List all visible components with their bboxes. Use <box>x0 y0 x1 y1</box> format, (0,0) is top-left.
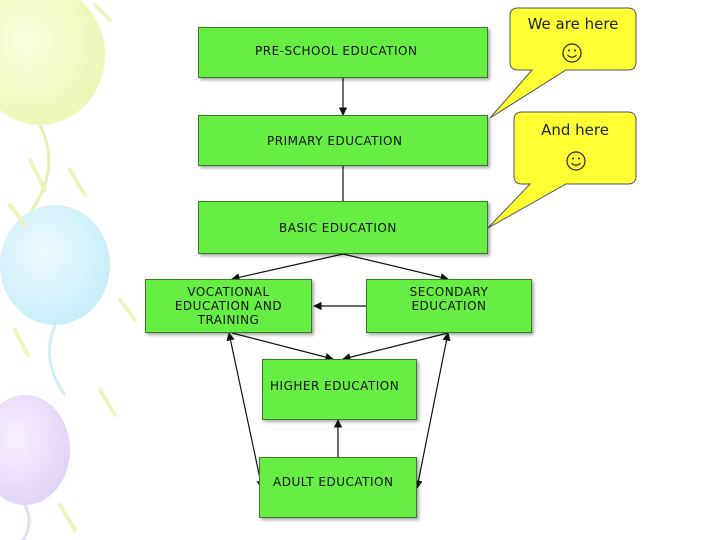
box-basic-label: BASIC EDUCATION <box>279 221 397 235</box>
smiley-icon <box>566 151 586 171</box>
box-vocational-label-line3: TRAINING <box>197 313 260 327</box>
arrow-vocational-adult-left <box>226 332 265 489</box>
arrow-basic-to-secondary <box>342 253 449 282</box>
box-preschool-education: PRE-SCHOOL EDUCATION <box>198 27 488 78</box>
box-adult-education: ADULT EDUCATION <box>259 457 417 518</box>
box-preschool-label: PRE-SCHOOL EDUCATION <box>255 44 418 58</box>
callout-and-here-text: And here <box>541 121 609 139</box>
box-vocational-label-line2: EDUCATION AND <box>174 299 283 313</box>
box-primary-label: PRIMARY EDUCATION <box>267 134 403 148</box>
box-vocational-label-line1: VOCATIONAL <box>187 285 270 299</box>
arrow-basic-to-vocational <box>231 253 344 282</box>
box-higher-education: HIGHER EDUCATION <box>262 359 417 420</box>
callout-we-are-here-text: We are here <box>527 15 619 33</box>
box-secondary-label-line2: EDUCATION <box>411 299 487 313</box>
box-primary-education: PRIMARY EDUCATION <box>198 115 488 166</box>
box-vocational-education: VOCATIONAL EDUCATION AND TRAINING <box>145 279 312 333</box>
callout-we-are-here <box>489 7 637 119</box>
box-higher-label: HIGHER EDUCATION <box>270 379 400 393</box>
smiley-icon <box>562 43 582 63</box>
arrow-secondary-adult-right <box>414 332 451 489</box>
arrow-vocational-to-higher <box>231 332 334 362</box>
box-basic-education: BASIC EDUCATION <box>198 201 488 254</box>
box-secondary-label-line1: SECONDARY <box>409 285 489 299</box>
box-adult-label: ADULT EDUCATION <box>273 475 394 489</box>
box-secondary-education: SECONDARY EDUCATION <box>366 279 532 333</box>
arrow-secondary-to-higher <box>342 332 449 362</box>
callout-and-here <box>487 111 637 229</box>
